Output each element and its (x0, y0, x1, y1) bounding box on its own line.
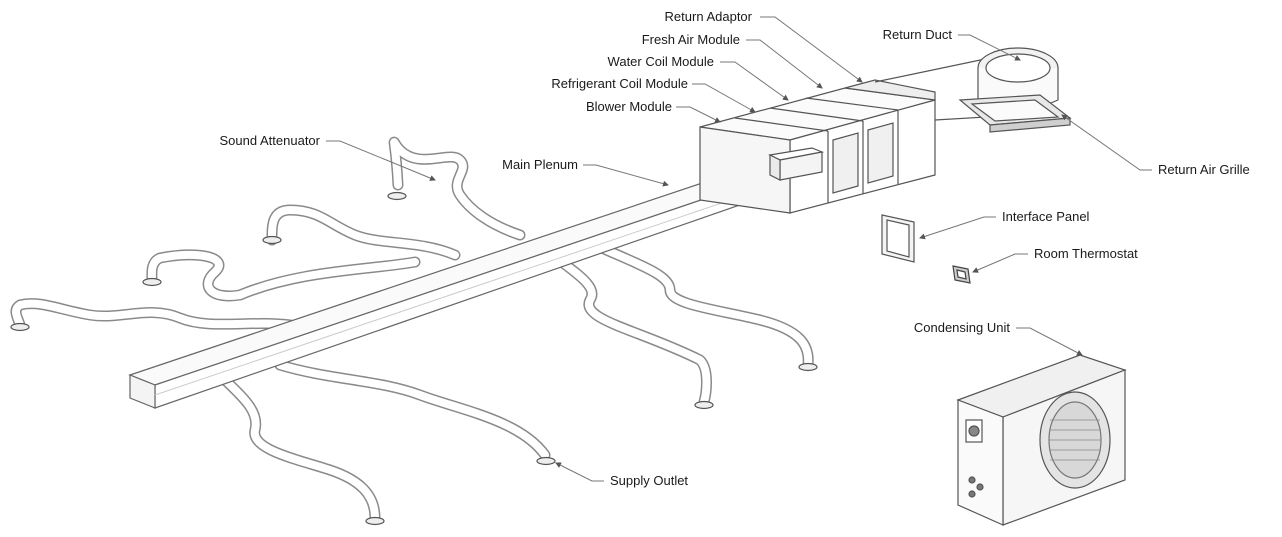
return-air-grille (958, 94, 1072, 133)
supply-outlet-3 (142, 277, 162, 287)
supply-outlet-7 (536, 456, 556, 466)
label-sound-attenuator: Sound Attenuator (219, 133, 320, 148)
flex-duct-inner (11, 138, 813, 522)
main-plenum (128, 171, 762, 409)
label-blower-module: Blower Module (586, 99, 672, 114)
supply-outlet-6 (798, 362, 818, 372)
condensing-unit (956, 354, 1127, 526)
leader-lines (326, 16, 1152, 482)
supply-outlet-4 (10, 322, 30, 332)
label-condensing-unit: Condensing Unit (913, 320, 1010, 335)
label-main-plenum: Main Plenum (502, 157, 578, 172)
label-interface-panel: Interface Panel (1002, 209, 1090, 224)
label-water-coil-module: Water Coil Module (607, 54, 714, 69)
label-return-adaptor: Return Adaptor (664, 9, 752, 24)
label-return-duct: Return Duct (882, 27, 952, 42)
supply-outlet-5 (694, 400, 714, 410)
label-fresh-air-module: Fresh Air Module (641, 32, 740, 47)
label-refrigerant-coil-module: Refrigerant Coil Module (551, 76, 688, 91)
supply-outlet-1 (387, 191, 407, 201)
interface-panel (881, 214, 915, 263)
supply-outlet-8 (365, 516, 385, 526)
label-supply-outlet: Supply Outlet (610, 473, 689, 488)
supply-ducts (10, 136, 814, 524)
air-handler (699, 79, 936, 214)
label-return-air-grille: Return Air Grille (1158, 162, 1250, 177)
supply-outlet-2 (262, 235, 282, 245)
room-thermostat (952, 265, 971, 284)
label-room-thermostat: Room Thermostat (1034, 246, 1138, 261)
supply-outlets (10, 191, 818, 526)
